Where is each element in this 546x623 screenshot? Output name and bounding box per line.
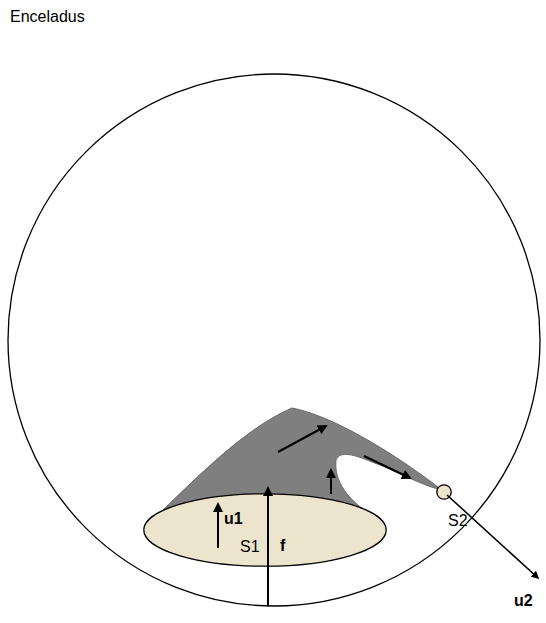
- node-shape: [437, 485, 451, 499]
- node-shape: [144, 494, 386, 566]
- node-outline: [143, 493, 387, 567]
- figure-title: Enceladus: [10, 8, 85, 26]
- flow-arrow: [330, 470, 332, 494]
- source-ellipse: S1: [143, 493, 387, 567]
- node-outline: [436, 484, 452, 500]
- vector-label: f: [280, 537, 285, 555]
- moon-outline: [8, 74, 540, 606]
- force-arrow: [267, 488, 269, 606]
- flow-arrow: [364, 456, 410, 478]
- vector-label: u2: [514, 592, 533, 610]
- vector-label: u1: [224, 510, 243, 528]
- region-label: S1: [240, 538, 260, 556]
- velocity-arrow: [217, 504, 219, 548]
- region-label: S2: [448, 512, 468, 530]
- vent-circle: S2: [436, 484, 452, 500]
- flow-arrow: [278, 426, 326, 452]
- velocity-arrow: [447, 495, 538, 578]
